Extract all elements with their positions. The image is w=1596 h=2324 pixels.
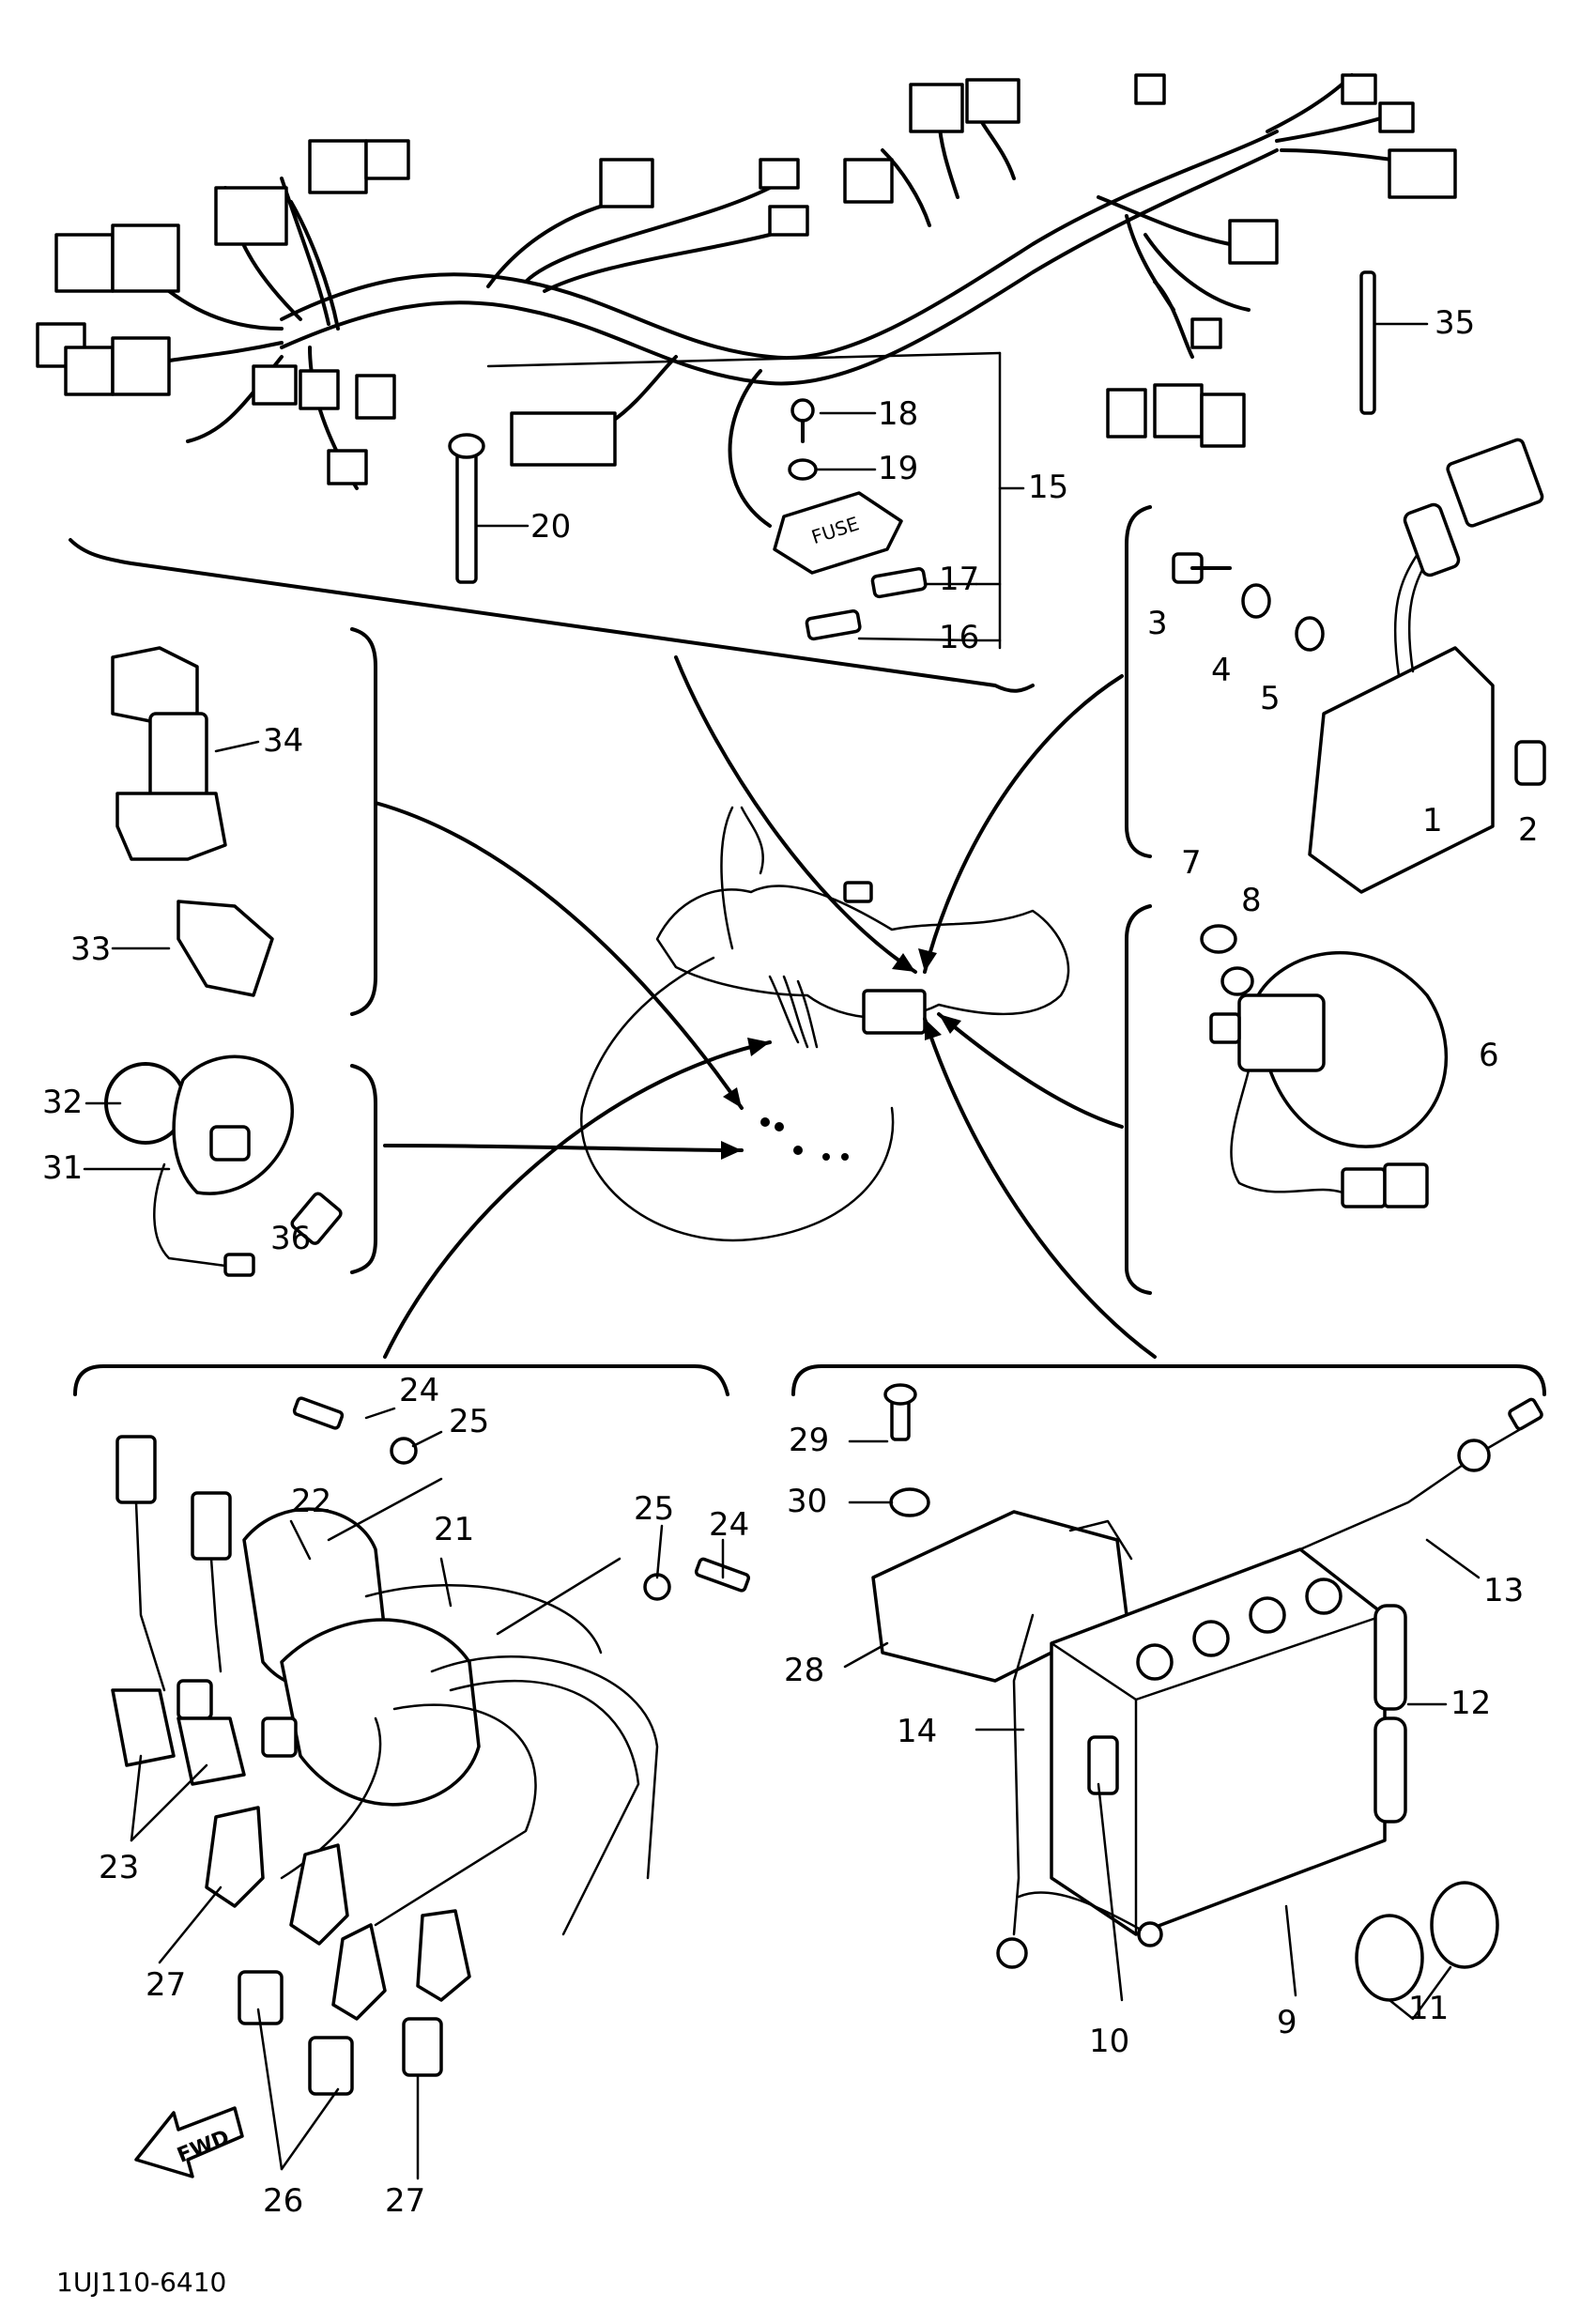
strap-and-key — [448, 270, 1376, 584]
callout-32: 32 — [42, 1084, 83, 1121]
callout-9: 9 — [1277, 2004, 1297, 2041]
callout-14: 14 — [897, 1713, 937, 1750]
callout-2: 2 — [1518, 811, 1539, 849]
callout-6: 6 — [1479, 1037, 1499, 1074]
callout-13: 13 — [1483, 1572, 1524, 1609]
callout-24a: 24 — [399, 1372, 439, 1409]
fuse-box-assembly: FUSE — [773, 398, 928, 641]
callout-11: 11 — [1408, 1990, 1449, 2027]
callout-24b: 24 — [709, 1506, 749, 1544]
horn-assembly — [1200, 924, 1448, 1208]
callout-27b: 27 — [385, 2182, 425, 2220]
wire-harness — [36, 73, 1457, 528]
callout-12: 12 — [1450, 1685, 1491, 1722]
callout-30: 30 — [787, 1483, 827, 1520]
ignition-coil-assembly — [111, 1396, 751, 2096]
battery-assembly — [871, 1383, 1543, 2021]
callout-17: 17 — [939, 561, 979, 598]
callout-20: 20 — [530, 508, 571, 546]
callout-19: 19 — [878, 450, 918, 487]
callout-15: 15 — [1028, 469, 1068, 506]
callout-35: 35 — [1435, 304, 1475, 342]
callout-18: 18 — [878, 395, 918, 433]
regulator-assembly — [1172, 438, 1546, 894]
callout-23: 23 — [99, 1849, 139, 1886]
callout-25a: 25 — [449, 1403, 489, 1440]
callout-28: 28 — [784, 1652, 824, 1689]
fwd-arrow: FWD — [134, 2106, 244, 2178]
bracket-parts — [111, 646, 274, 997]
callout-36: 36 — [270, 1220, 311, 1257]
diagram-code: 1UJ110-6410 — [56, 2267, 226, 2298]
callout-21: 21 — [434, 1511, 474, 1548]
callout-7: 7 — [1181, 844, 1202, 882]
callout-16: 16 — [939, 619, 979, 656]
callout-34: 34 — [263, 722, 303, 760]
callout-8: 8 — [1241, 882, 1262, 919]
callout-25b: 25 — [634, 1490, 674, 1528]
callout-31: 31 — [42, 1149, 83, 1187]
callout-22: 22 — [291, 1483, 331, 1520]
callout-1: 1 — [1422, 802, 1443, 839]
callout-10: 10 — [1089, 2023, 1129, 2060]
sensor-assembly — [83, 1054, 343, 1277]
callout-4: 4 — [1211, 652, 1232, 689]
callout-26: 26 — [263, 2182, 303, 2220]
callout-27a: 27 — [146, 1966, 186, 2004]
callout-3: 3 — [1147, 605, 1168, 642]
callout-33: 33 — [70, 931, 111, 968]
callout-numbers: 1 2 3 4 5 6 7 8 9 10 11 12 13 14 15 16 1… — [42, 304, 1539, 2220]
motorcycle-outline — [579, 806, 1070, 1242]
callout-5: 5 — [1260, 680, 1281, 717]
callout-29: 29 — [789, 1422, 829, 1459]
